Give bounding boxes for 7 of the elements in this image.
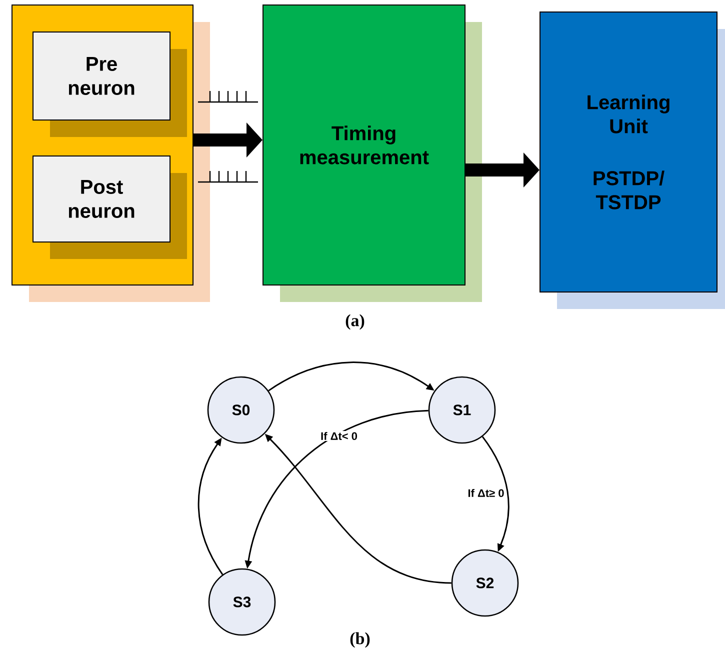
edge-label: If Δt< 0 xyxy=(321,432,358,440)
edge-label: If Δt≥ 0 xyxy=(468,488,504,498)
panel-label: (b) xyxy=(350,632,370,648)
process-box: Timing measurement xyxy=(262,4,482,302)
process-box: Post neuron xyxy=(32,156,187,259)
process-box: Learning Unit PSTDP/ TSTDP xyxy=(540,12,725,309)
process-box: Pre neuron xyxy=(32,32,187,137)
